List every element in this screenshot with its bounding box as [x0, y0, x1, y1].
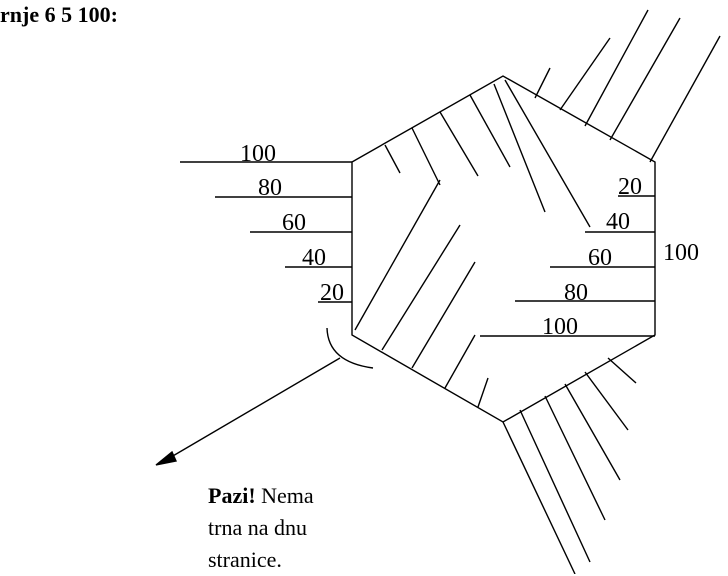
right-label-40: 40 [606, 209, 630, 235]
outer-thorns-lower [502, 357, 637, 574]
hexagon-outline [351, 75, 656, 423]
note-text: Nema trna na dnu stranice. [208, 483, 314, 572]
left-label-60: 60 [282, 210, 306, 236]
left-label-80: 80 [258, 175, 282, 201]
inner-hatch-top [384, 79, 591, 228]
left-label-20: 20 [320, 280, 344, 306]
left-label-100: 100 [240, 141, 276, 167]
arrow-icon [155, 357, 341, 466]
right-label-100: 100 [542, 314, 578, 340]
right-label-60: 60 [588, 245, 612, 271]
note-bold: Pazi! [208, 483, 256, 508]
inner-hatch-bottom [354, 179, 489, 408]
page-heading: rnje 6 5 100: [0, 2, 118, 27]
left-label-40: 40 [302, 245, 326, 271]
right-label-20: 20 [618, 174, 642, 200]
outer-thorns-upper [534, 9, 721, 163]
corner-bracket [326, 327, 374, 369]
right-label-80: 80 [564, 280, 588, 306]
right-ticks [480, 195, 655, 337]
warning-note: Pazi! Nema trna na dnu stranice. [208, 480, 318, 576]
side-label-100: 100 [663, 240, 699, 266]
left-ticks [180, 161, 352, 303]
